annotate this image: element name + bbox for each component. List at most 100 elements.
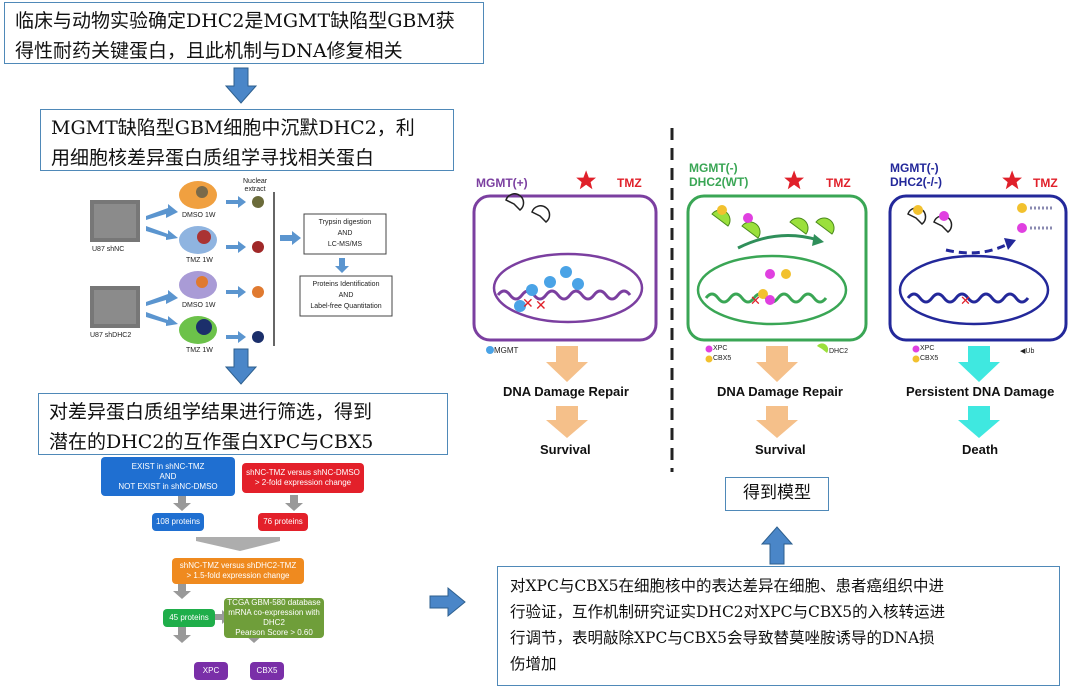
- ub-legend: ◀Ub: [1020, 347, 1034, 355]
- cbx5-legend-2: CBX5: [713, 355, 732, 362]
- right-arrow: [429, 586, 466, 618]
- process-step-1: Trypsin digestion AND LC-MS/MS: [306, 217, 384, 250]
- panel1-nucleus: [492, 252, 644, 324]
- model-label-box: 得到模型: [725, 477, 829, 511]
- ub-glyph: ◀: [1020, 348, 1026, 355]
- process-step-2-line-2: AND: [338, 292, 354, 299]
- versus2-line-1: shNC-TMZ versus shDHC2-TMZ: [179, 561, 297, 570]
- ub-legend-text: Ub: [1025, 348, 1035, 355]
- xpc-box: XPC: [194, 662, 228, 680]
- exist-line-3: NOT EXIST in shNC-DMSO: [118, 481, 218, 491]
- mgmt-legend-dot: [486, 346, 494, 354]
- panel2-title-line-2: DHC2(WT): [689, 175, 749, 189]
- validation-box-4: 对XPC与CBX5在细胞核中的表达差异在细胞、患者癌组织中进 行验证，互作机制研…: [497, 566, 1060, 686]
- process-step-1-line-1: Trypsin digestion: [318, 219, 372, 226]
- p45-box: 45 proteins: [163, 609, 215, 627]
- process-step-2-line-3: Label-free Quantitation: [310, 303, 382, 310]
- panel2-repair: DNA Damage Repair: [717, 384, 843, 399]
- versus1-box: shNC-TMZ versus shNC-DMSO > 2-fold expre…: [242, 463, 364, 493]
- process-step-2: Proteins Identification AND Label-free Q…: [302, 279, 390, 312]
- panel3-nucleus: [898, 254, 1050, 326]
- panel2-arrow-2: [756, 406, 798, 438]
- tmz-label-p1: TMZ: [617, 176, 642, 190]
- panel3-repair: Persistent DNA Damage: [906, 384, 1055, 399]
- svg-text:✕: ✕: [960, 293, 971, 308]
- tcga-line-1: TCGA GBM-580 database: [227, 598, 321, 607]
- xpc-legend-dot-2: [705, 345, 713, 353]
- exist-line-2: AND: [159, 471, 177, 481]
- versus2-box: shNC-TMZ versus shDHC2-TMZ > 1.5-fold ex…: [172, 558, 304, 584]
- panel2-nucleus: [696, 254, 848, 326]
- tcga-line-2: mRNA co-expression with DHC2: [228, 608, 320, 627]
- cbx5-legend-dot-2: [705, 355, 713, 363]
- nucleus-dot-1: [252, 196, 264, 208]
- validation-box-4-line-4: 伤增加: [510, 655, 557, 673]
- up-arrow: [760, 526, 794, 565]
- tmz-star-3: [1002, 170, 1022, 190]
- tcga-box: TCGA GBM-580 database mRNA co-expression…: [224, 598, 324, 638]
- screening-box-3-line-1: 对差异蛋白质组学结果进行筛选，得到: [49, 401, 373, 423]
- tmz-label-1: TMZ 1W: [186, 257, 213, 264]
- panel1-title: MGMT(+): [476, 176, 528, 190]
- nucleus-dot-4: [252, 331, 264, 343]
- dmso-label-1: DMSO 1W: [182, 212, 216, 219]
- exist-box: EXIST in shNC-TMZ AND NOT EXIST in shNC-…: [101, 457, 235, 496]
- panel3-outcome: Death: [962, 442, 999, 457]
- dhc2-legend-icon: [817, 343, 829, 353]
- xpc-legend-dot-3: [912, 345, 920, 353]
- tmz-star-1: [576, 170, 596, 190]
- mgmt-legend: MGMT: [494, 346, 519, 355]
- down-arrow-1: [224, 67, 258, 104]
- versus1-line-2: > 2-fold expression change: [254, 478, 352, 487]
- dhc2-legend: DHC2: [829, 348, 849, 355]
- xpc-legend-3: XPC: [920, 345, 935, 352]
- process-step-1-line-3: LC-MS/MS: [327, 241, 363, 248]
- finding-box-1: 临床与动物实验确定DHC2是MGMT缺陷型GBM获 得性耐药关键蛋白，且此机制与…: [4, 2, 484, 64]
- dmso-label-2: DMSO 1W: [182, 302, 216, 309]
- panel1-arrow-1: [546, 346, 588, 382]
- svg-text:✕: ✕: [522, 295, 534, 311]
- validation-box-4-line-2: 行验证，互作机制研究证实DHC2对XPC与CBX5的入核转运进: [510, 603, 946, 621]
- validation-box-4-line-3: 行调节，表明敲除XPC与CBX5会导致替莫唑胺诱导的DNA损: [510, 629, 935, 647]
- exist-line-1: EXIST in shNC-TMZ: [131, 461, 205, 471]
- proteomics-workflow: [90, 181, 393, 346]
- panel3-arrow-2: [958, 406, 1000, 438]
- panel2-arrow-1: [756, 346, 798, 382]
- down-arrow-2: [224, 348, 258, 385]
- process-box-1: [303, 213, 387, 255]
- tmz-label-2: TMZ 1W: [186, 347, 213, 354]
- panel1-repair: DNA Damage Repair: [503, 384, 629, 399]
- svg-text:✕: ✕: [750, 293, 761, 308]
- tmz-label-p3: TMZ: [1033, 176, 1058, 190]
- panel3-arrow-1: [958, 346, 1000, 382]
- method-box-2: MGMT缺陷型GBM细胞中沉默DHC2，利 用细胞核差异蛋白质组学寻找相关蛋白: [40, 109, 454, 171]
- versus1-line-1: shNC-TMZ versus shNC-DMSO: [246, 468, 360, 477]
- panel3-title-line-2: DHC2(-/-): [890, 175, 942, 189]
- process-step-2-line-1: Proteins Identification: [312, 281, 380, 288]
- nucleus-dot-3: [252, 286, 264, 298]
- method-box-2-line-1: MGMT缺陷型GBM细胞中沉默DHC2，利: [51, 117, 415, 139]
- process-box-2: [299, 275, 393, 317]
- validation-box-4-line-1: 对XPC与CBX5在细胞核中的表达差异在细胞、患者癌组织中进: [510, 577, 944, 595]
- screening-box-3: 对差异蛋白质组学结果进行筛选，得到 潜在的DHC2的互作蛋白XPC与CBX5: [38, 393, 448, 455]
- panel1-outcome: Survival: [540, 442, 591, 457]
- nuclear-extract-label: Nuclear extract: [243, 178, 267, 194]
- p76-box: 76 proteins: [258, 513, 308, 531]
- method-box-2-line-2: 用细胞核差异蛋白质组学寻找相关蛋白: [51, 147, 375, 169]
- shdhc2-label: U87 shDHC2: [90, 332, 132, 339]
- cbx5-box: CBX5: [250, 662, 284, 680]
- nucleus-dot-2: [252, 241, 264, 253]
- panel2-title-line-1: MGMT(-): [689, 161, 738, 175]
- panel2-title: MGMT(-) DHC2(WT): [689, 161, 748, 189]
- versus2-line-2: > 1.5-fold expression change: [186, 571, 290, 580]
- model-graphics: ✕✕ ✕ ✕: [472, 170, 1068, 438]
- nuclear-extract-line-1: Nuclear: [243, 178, 268, 185]
- xpc-legend-2: XPC: [713, 345, 728, 352]
- process-step-1-line-2: AND: [337, 230, 353, 237]
- p108-box: 108 proteins: [152, 513, 204, 531]
- tcga-line-3: Pearson Score > 0.60: [235, 628, 313, 637]
- panel3-title-line-1: MGMT(-): [890, 161, 939, 175]
- shnc-label: U87 shNC: [92, 246, 125, 253]
- cbx5-legend-dot-3: [912, 355, 920, 363]
